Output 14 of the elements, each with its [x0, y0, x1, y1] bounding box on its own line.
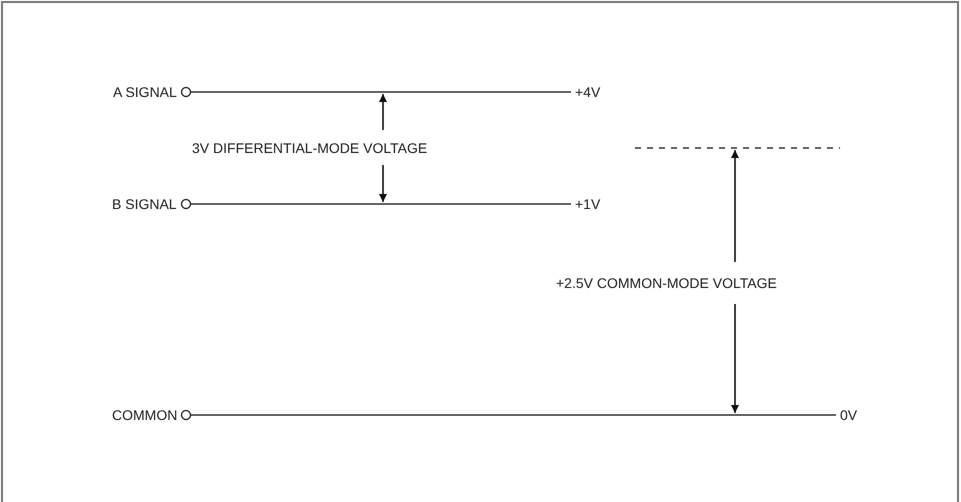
terminal-label: COMMON	[112, 407, 178, 423]
signal-line	[191, 414, 836, 416]
dimension-label: 3V DIFFERENTIAL-MODE VOLTAGE	[192, 140, 428, 156]
voltage-label: 0V	[840, 407, 858, 423]
terminal-label: A SIGNAL	[113, 84, 177, 100]
signal-line	[191, 203, 571, 205]
signal-line	[191, 91, 571, 93]
voltage-label: +1V	[575, 196, 600, 212]
terminal-label: B SIGNAL	[112, 196, 177, 212]
signal-terminal	[113, 84, 192, 100]
signal-terminal	[112, 196, 192, 212]
voltage-label: +4V	[575, 84, 600, 100]
dimension-label: +2.5V COMMON-MODE VOLTAGE	[556, 275, 777, 291]
signal-terminal	[112, 407, 192, 423]
